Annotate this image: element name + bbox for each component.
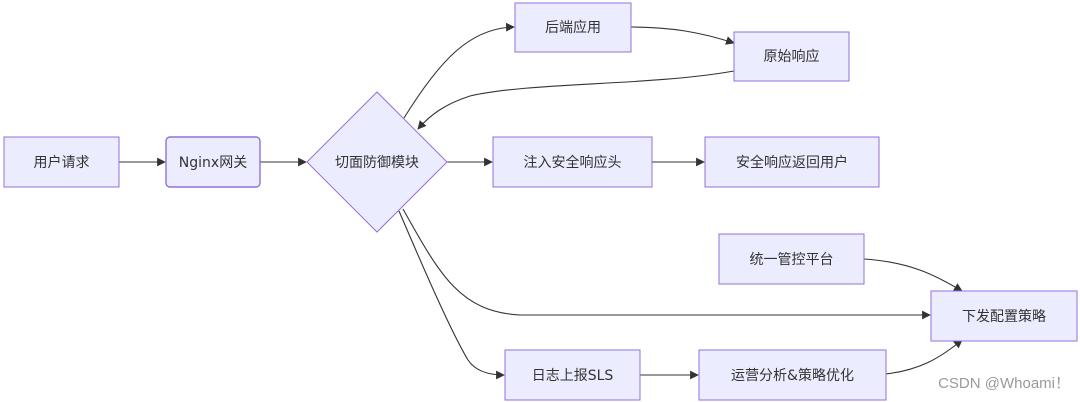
- node-nginx-gateway: Nginx网关: [165, 136, 261, 188]
- edges: [119, 22, 963, 380]
- edge-platform-to-policy: [863, 258, 963, 292]
- node-secure-return: 安全响应返回用户: [704, 136, 880, 188]
- node-label: 注入安全响应头: [524, 154, 622, 171]
- edge-defense-to-policy: [402, 208, 931, 320]
- edge-defense-to-backend: [403, 22, 515, 119]
- edge-raw-to-defense: [417, 70, 735, 130]
- node-label: 切面防御模块: [335, 155, 419, 171]
- node-label: 运营分析&策略优化: [731, 367, 854, 384]
- node-backend-app: 后端应用: [514, 2, 632, 53]
- node-label: Nginx网关: [179, 155, 247, 171]
- node-label: 原始响应: [764, 48, 820, 65]
- node-label: 后端应用: [545, 19, 601, 36]
- node-label: 安全响应返回用户: [736, 154, 848, 171]
- node-user-request: 用户请求: [3, 136, 120, 188]
- node-control-platform: 统一管控平台: [718, 233, 865, 285]
- node-ops-analysis: 运营分析&策略优化: [698, 349, 887, 401]
- edge-backend-to-raw: [630, 26, 735, 45]
- node-inject-headers: 注入安全响应头: [492, 136, 653, 188]
- watermark-text: CSDN @Whoami！: [938, 375, 1070, 392]
- node-log-sls: 日志上报SLS: [504, 349, 641, 401]
- edge-defense-to-log: [398, 210, 505, 380]
- node-aspect-defense: 切面防御模块: [306, 91, 448, 233]
- node-label: 用户请求: [34, 154, 90, 171]
- edge-ops-to-policy: [885, 339, 963, 375]
- node-label: 日志上报SLS: [532, 368, 614, 384]
- node-label: 下发配置策略: [962, 308, 1046, 325]
- node-deliver-policy: 下发配置策略: [930, 290, 1078, 342]
- node-raw-response: 原始响应: [733, 31, 850, 82]
- node-label: 统一管控平台: [750, 252, 834, 268]
